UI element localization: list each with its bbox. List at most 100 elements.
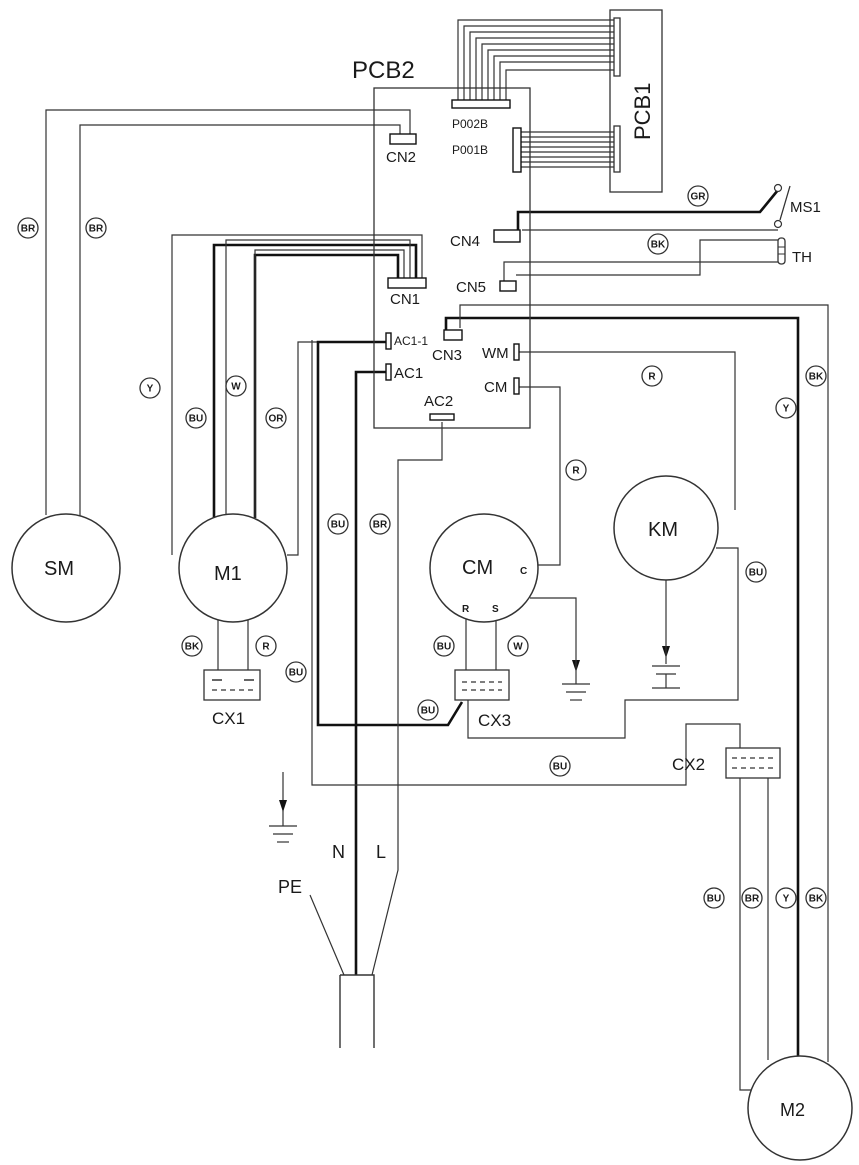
wire-bu-loop (311, 340, 741, 786)
wire-m1-y (171, 234, 423, 555)
motor-m2: M2 (747, 1055, 853, 1161)
wire-cn3-bk (444, 316, 800, 1075)
power-n-label: N (332, 842, 345, 862)
wire-tag-r: R (572, 466, 580, 477)
connector-wm: WM (482, 345, 509, 362)
wire-tag-r: R (648, 372, 656, 383)
pcb2-board: PCB2 (352, 57, 531, 429)
wire-tag-bu: BU (331, 520, 345, 531)
wire-line (371, 422, 443, 976)
ground-pe (269, 772, 297, 843)
wire-km-bu (467, 547, 739, 739)
wire-tag-bu: BU (189, 414, 203, 425)
wire-tag-bu: BU (421, 706, 435, 717)
cx2-label: CX2 (672, 755, 705, 774)
power-cord: PE N L (278, 842, 386, 1048)
connector-cn4: CN4 (450, 233, 480, 250)
wire-tag-bu: BU (553, 762, 567, 773)
motor-m2-label: M2 (780, 1100, 805, 1120)
wire-tag-bu: BU (289, 668, 303, 679)
wires (45, 19, 829, 1091)
wire-neutral (354, 370, 388, 975)
capacitor-cx2: CX2 (672, 747, 781, 779)
wire-tags: BR BR GR BK Y W BU OR R BK Y R BU BR BU … (17, 185, 827, 909)
wire-cn5-th (503, 261, 782, 282)
cm-terminal-r: R (462, 604, 470, 615)
wire-tag-w: W (513, 642, 523, 653)
capacitor-cx3: CX3 (454, 669, 511, 730)
motor-m1-label: M1 (214, 563, 242, 585)
wire-m1-w (225, 239, 411, 520)
wire-tag-bk: BK (809, 894, 824, 905)
th-label: TH (792, 249, 812, 266)
wire-tag-r: R (262, 642, 270, 653)
power-l-label: L (376, 842, 386, 862)
wire-tag-br: BR (89, 224, 104, 235)
wire-cx2-m2-a (739, 778, 752, 1091)
wire-sm-1 (45, 109, 411, 515)
wire-tag-or: OR (269, 414, 285, 425)
ground-km (652, 640, 680, 689)
cx1-label: CX1 (212, 709, 245, 728)
connector-cn2: CN2 (386, 149, 416, 166)
wire-cn3-y (459, 304, 829, 1062)
wire-tag-y: Y (783, 404, 790, 415)
cx3-label: CX3 (478, 711, 511, 730)
cm-terminal-c: C (520, 566, 527, 577)
motor-sm: SM (11, 513, 121, 623)
wire-tag-bu: BU (437, 642, 451, 653)
connector-p002b: P002B (452, 117, 488, 131)
pcb1-label: PCB1 (630, 83, 655, 140)
connector-ac2: AC2 (424, 393, 453, 410)
wire-tag-y: Y (147, 384, 154, 395)
wire-wm-km (518, 351, 736, 510)
connector-cn1: CN1 (390, 291, 420, 308)
wire-tag-gr: GR (691, 192, 707, 203)
wire-tag-y: Y (783, 894, 790, 905)
wire-tag-bk: BK (651, 240, 666, 251)
connector-cn5: CN5 (456, 279, 486, 296)
wire-cn4-ms1 (516, 189, 780, 232)
cm-terminal-s: S (492, 604, 499, 615)
capacitor-cx1: CX1 (203, 669, 261, 728)
motor-m1: M1 (178, 513, 288, 623)
wire-tag-br: BR (745, 894, 760, 905)
wire-tag-w: W (231, 382, 241, 393)
wire-tag-bk: BK (809, 372, 824, 383)
power-pe-label: PE (278, 877, 302, 897)
wire-m1-bu (212, 243, 418, 530)
ms1-switch: MS1 (773, 183, 821, 229)
connectors: P002B P001B CN2 CN4 CN5 CN1 AC1-1 CN3 AC… (385, 99, 522, 421)
wire-tag-bu: BU (749, 568, 763, 579)
ground-cm (562, 640, 590, 701)
ribbon-p001b (520, 131, 614, 168)
connector-cm: CM (484, 379, 507, 396)
connector-cn3: CN3 (432, 347, 462, 364)
th-sensor: TH (777, 237, 812, 266)
motor-cm-label: CM (462, 557, 493, 579)
pcb1-board: PCB1 (609, 9, 663, 193)
ribbon-p002b (457, 19, 614, 100)
wire-sm-2 (79, 124, 401, 520)
wire-tag-br: BR (21, 224, 36, 235)
ms1-label: MS1 (790, 199, 821, 216)
wire-pe (309, 894, 345, 976)
connector-ac1-1: AC1-1 (394, 334, 428, 348)
wire-m1-or (253, 253, 400, 518)
connector-p001b: P001B (452, 143, 488, 157)
connector-ac1: AC1 (394, 365, 423, 382)
motor-km: KM (613, 475, 719, 581)
wire-cn5-th-b (516, 239, 782, 276)
wire-m1-or-b (254, 249, 405, 518)
motor-sm-label: SM (44, 558, 74, 580)
wire-cm-ground (530, 597, 577, 640)
wire-cm-c (518, 386, 561, 566)
pcb2-label: PCB2 (352, 57, 415, 84)
wire-tag-bu: BU (707, 894, 721, 905)
wire-tag-br: BR (373, 520, 388, 531)
wire-tag-bk: BK (185, 642, 200, 653)
wire-ac1-1 (316, 340, 464, 727)
motor-km-label: KM (648, 519, 678, 541)
motor-cm: CM C R S (429, 513, 539, 623)
